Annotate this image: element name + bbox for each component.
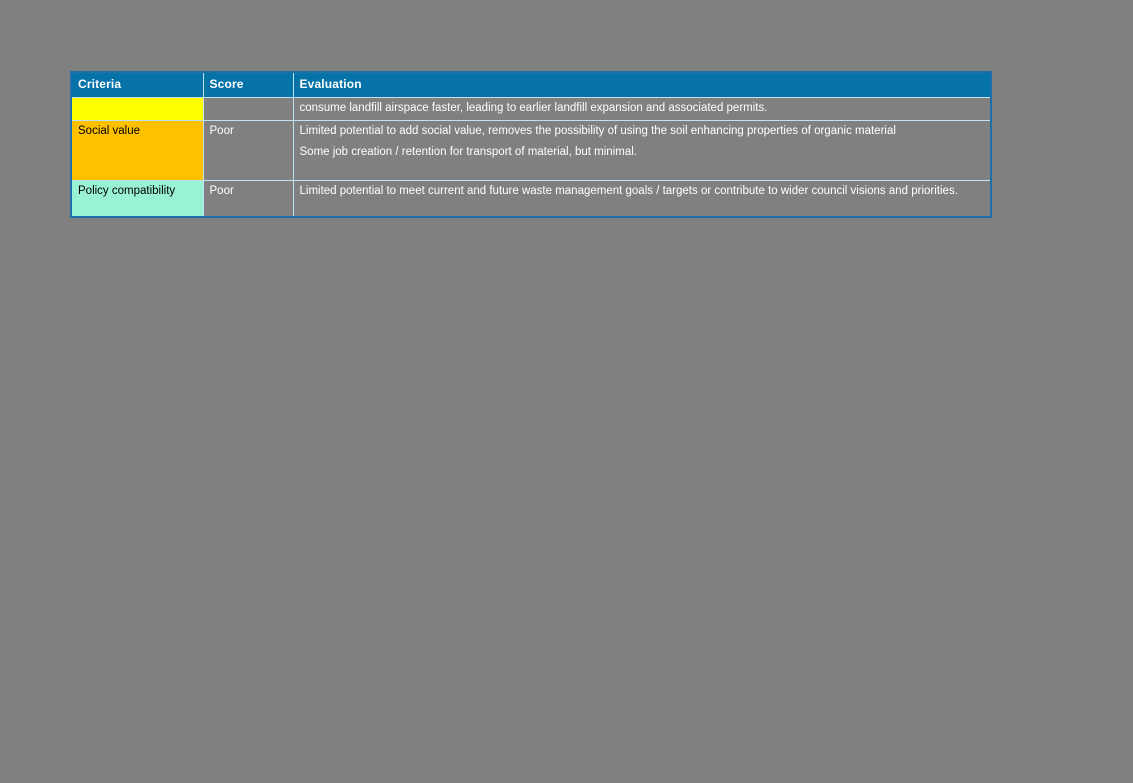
evaluation-cell: consume landfill airspace faster, leadin… — [292, 96, 992, 122]
evaluation-cell: Limited potential to add social value, r… — [292, 120, 992, 181]
score-cell: Poor — [202, 180, 294, 218]
evaluation-table: Criteria Score Evaluation consume landfi… — [70, 71, 992, 218]
table-row: consume landfill airspace faster, leadin… — [70, 96, 992, 122]
table-row: Policy compatibility Poor Limited potent… — [70, 180, 992, 218]
criteria-swatch-cell: Social value — [70, 120, 204, 181]
evaluation-cell: Limited potential to meet current and fu… — [292, 180, 992, 218]
evaluation-paragraph: Some job creation / retention for transp… — [299, 146, 638, 159]
column-header-score: Score — [202, 71, 294, 98]
score-cell — [202, 96, 294, 122]
column-header-evaluation: Evaluation — [292, 71, 992, 98]
evaluation-paragraph: Limited potential to meet current and fu… — [299, 185, 958, 197]
table-header-row: Criteria Score Evaluation — [70, 71, 992, 98]
criteria-swatch-cell: Policy compatibility — [70, 180, 204, 218]
evaluation-paragraph: consume landfill airspace faster, leadin… — [299, 101, 768, 114]
criteria-swatch-cell — [70, 96, 204, 122]
table-body: consume landfill airspace faster, leadin… — [70, 96, 992, 218]
evaluation-paragraph: Limited potential to add social value, r… — [299, 125, 896, 137]
table-row: Social value Poor Limited potential to a… — [70, 120, 992, 181]
column-header-criteria: Criteria — [70, 71, 204, 98]
table-header: Criteria Score Evaluation — [70, 71, 992, 98]
score-cell: Poor — [202, 120, 294, 181]
